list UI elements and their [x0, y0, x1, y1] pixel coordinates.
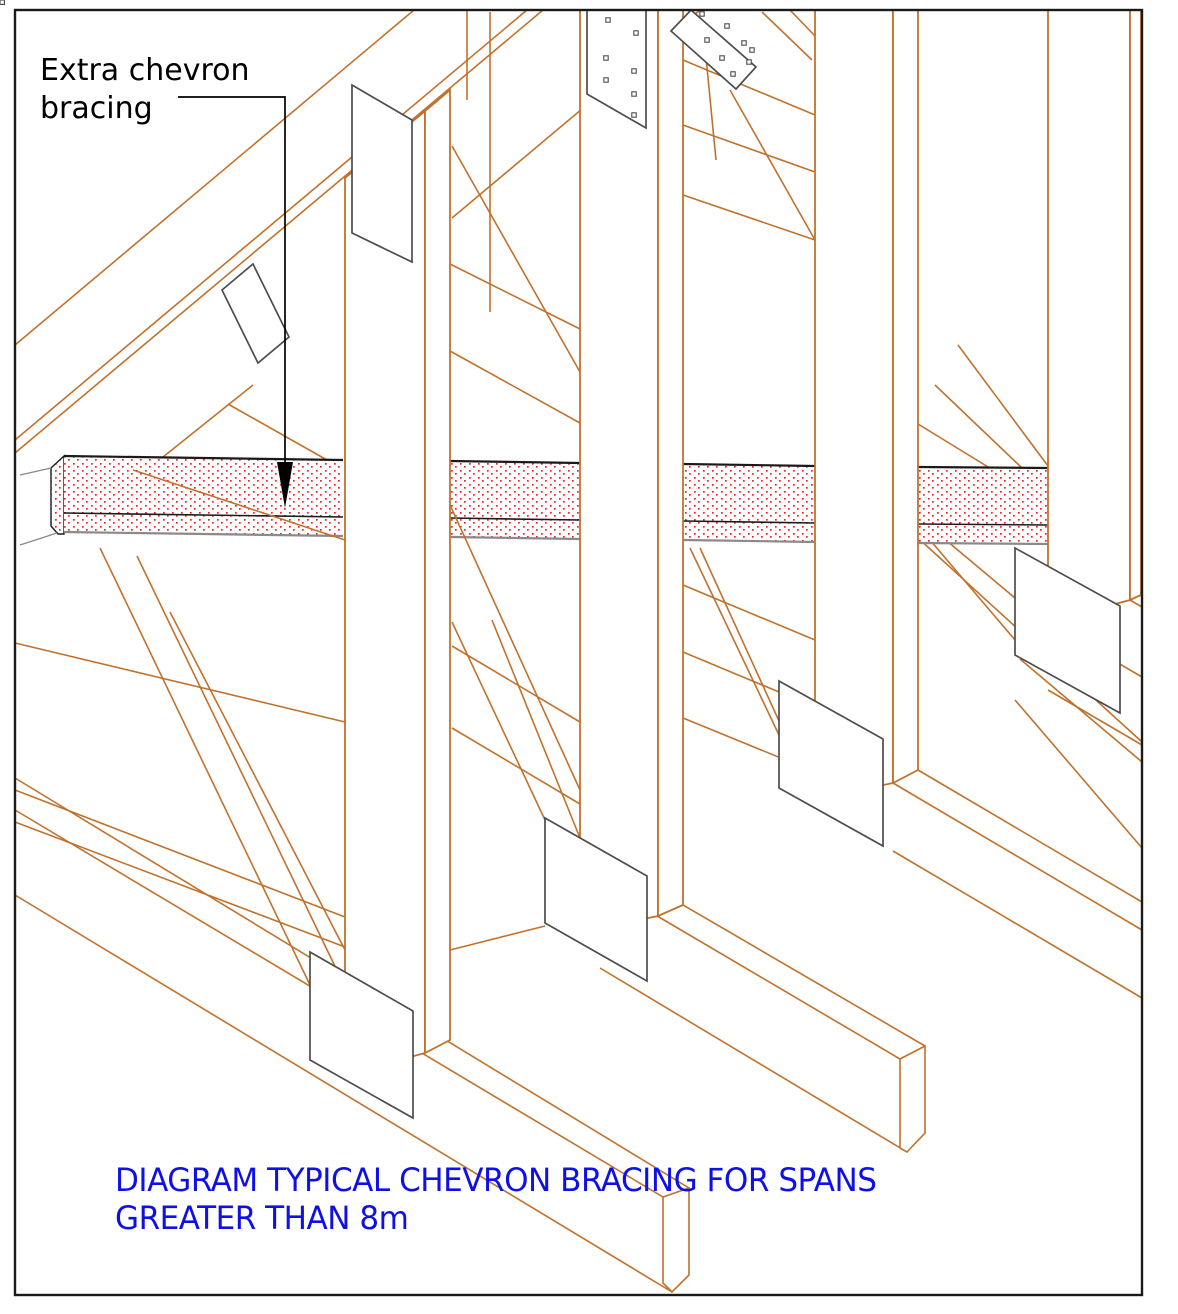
diagram-caption-line2: GREATER THAN 8m [115, 1199, 409, 1237]
nail-plate [1014, 546, 1121, 715]
nail-plate [220, 262, 291, 365]
leader-annotation [178, 96, 293, 508]
post-front-face [344, 109, 426, 1077]
diagram-caption-line1: DIAGRAM TYPICAL CHEVRON BRACING FOR SPAN… [115, 1161, 877, 1199]
post-front-face [579, 9, 659, 934]
post-front-face [1047, 9, 1131, 624]
drawing-border [13, 8, 1144, 1297]
braces-in-front-of-binder [132, 469, 581, 791]
beam-end-face [662, 1186, 690, 1294]
post-side-face [892, 9, 919, 785]
extra-chevron-bracing-label-line2: bracing [40, 91, 153, 126]
longitudinal-binder-member [19, 454, 1049, 546]
nail-plate [351, 83, 413, 264]
down-arrow-icon [277, 462, 293, 508]
post-front-face [814, 9, 894, 801]
leader-line [178, 96, 286, 462]
nail-plate [309, 950, 414, 1120]
extra-chevron-bracing-label-line1: Extra chevron [40, 53, 250, 88]
post-side-face [424, 88, 451, 1055]
post-side-face [657, 9, 684, 918]
nail-plate [544, 816, 648, 983]
nail-plate [669, 8, 758, 91]
post-side-face [1129, 9, 1142, 602]
nail-plate [778, 679, 884, 848]
nail-plates [0, 0, 1121, 1120]
vertical-web-posts [344, 9, 1142, 1077]
beam-end-face [899, 1044, 926, 1154]
